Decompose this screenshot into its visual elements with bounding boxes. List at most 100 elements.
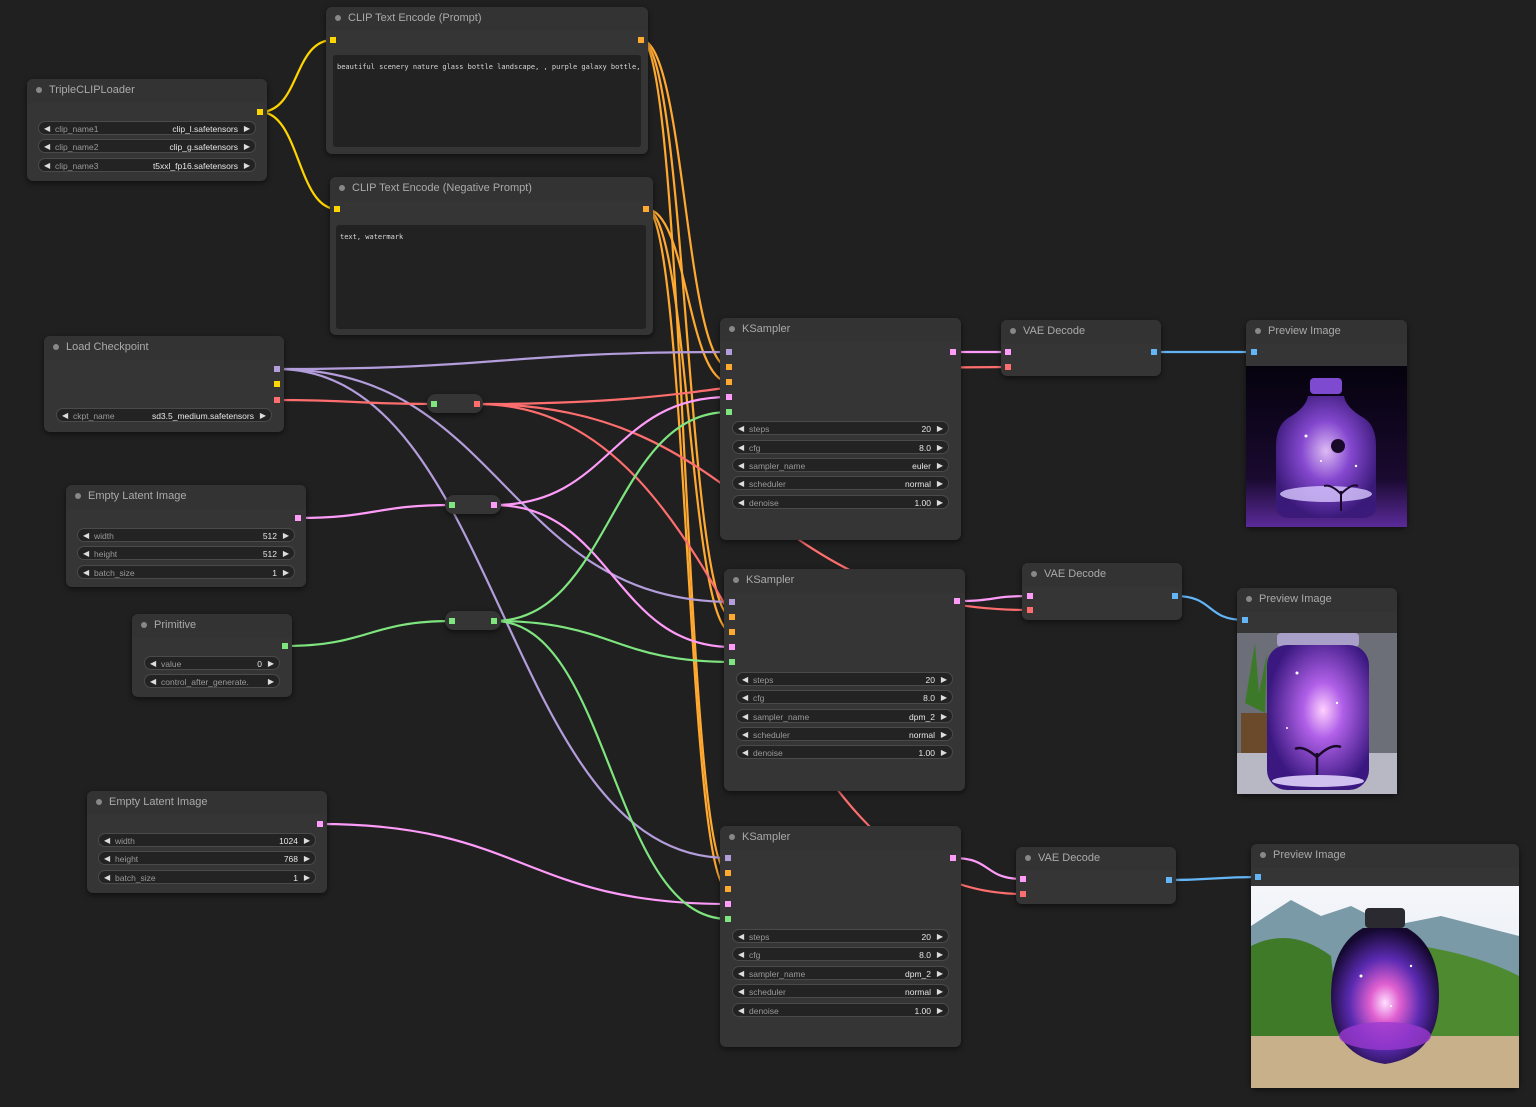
connection-wire[interactable]: [297, 503, 453, 520]
arrow-left-icon[interactable]: ◀: [104, 873, 111, 882]
arrow-right-icon[interactable]: ▶: [243, 142, 250, 151]
connection-wire[interactable]: [640, 38, 730, 369]
connection-slot[interactable]: [474, 401, 480, 407]
collapse-dot-icon[interactable]: [1246, 596, 1252, 602]
node-preview-image-3[interactable]: Preview Image: [1251, 844, 1519, 1088]
connection-wire[interactable]: [284, 619, 453, 648]
arrow-right-icon[interactable]: ▶: [303, 873, 310, 882]
connection-wire[interactable]: [645, 207, 730, 384]
arrow-left-icon[interactable]: ◀: [738, 932, 745, 941]
arrow-left-icon[interactable]: ◀: [104, 836, 111, 845]
connection-slot[interactable]: [491, 618, 497, 624]
connection-slot[interactable]: [1027, 607, 1033, 613]
reroute-node-seed[interactable]: [445, 611, 501, 630]
connection-wire[interactable]: [1174, 594, 1246, 622]
arrow-left-icon[interactable]: ◀: [83, 568, 90, 577]
connection-slot[interactable]: [274, 366, 280, 372]
arrow-left-icon[interactable]: ◀: [62, 411, 69, 420]
connection-slot[interactable]: [334, 206, 340, 212]
arrow-right-icon[interactable]: ▶: [303, 836, 310, 845]
collapse-dot-icon[interactable]: [96, 799, 102, 805]
arrow-left-icon[interactable]: ◀: [738, 498, 745, 507]
connection-slot[interactable]: [729, 614, 735, 620]
node-title[interactable]: Preview Image: [1251, 844, 1519, 868]
arrow-right-icon[interactable]: ▶: [936, 424, 943, 433]
preview-image[interactable]: [1246, 366, 1407, 527]
connection-slot[interactable]: [257, 109, 263, 115]
arrow-right-icon[interactable]: ▶: [940, 693, 947, 702]
node-title[interactable]: Empty Latent Image: [87, 791, 327, 815]
collapse-dot-icon[interactable]: [53, 344, 59, 350]
connection-wire[interactable]: [276, 367, 729, 860]
collapse-dot-icon[interactable]: [141, 622, 147, 628]
arrow-left-icon[interactable]: ◀: [742, 693, 749, 702]
arrow-right-icon[interactable]: ▶: [267, 659, 274, 668]
node-vae-decode-2[interactable]: VAE Decode: [1022, 563, 1182, 620]
arrow-left-icon[interactable]: ◀: [738, 1006, 745, 1015]
connection-wire[interactable]: [259, 38, 334, 114]
connection-slot[interactable]: [950, 855, 956, 861]
node-clip-text-encode-prompt[interactable]: CLIP Text Encode (Prompt) beautiful scen…: [326, 7, 648, 154]
connection-wire[interactable]: [259, 110, 338, 211]
arrow-left-icon[interactable]: ◀: [83, 531, 90, 540]
connection-wire[interactable]: [276, 398, 435, 406]
node-vae-decode-3[interactable]: VAE Decode: [1016, 847, 1176, 904]
connection-slot[interactable]: [1005, 349, 1011, 355]
node-clip-text-encode-negative[interactable]: CLIP Text Encode (Negative Prompt) text,…: [330, 177, 653, 335]
connection-slot[interactable]: [725, 886, 731, 892]
connection-wire[interactable]: [493, 619, 733, 664]
arrow-left-icon[interactable]: ◀: [83, 549, 90, 558]
node-title[interactable]: CLIP Text Encode (Prompt): [326, 7, 648, 31]
connection-wire[interactable]: [493, 410, 730, 623]
arrow-right-icon[interactable]: ▶: [282, 531, 289, 540]
reroute-node-vae[interactable]: [427, 394, 483, 413]
arrow-right-icon[interactable]: ▶: [936, 479, 943, 488]
node-title[interactable]: VAE Decode: [1016, 847, 1176, 871]
connection-slot[interactable]: [725, 916, 731, 922]
connection-slot[interactable]: [729, 599, 735, 605]
connection-slot[interactable]: [638, 37, 644, 43]
connection-wire[interactable]: [640, 38, 733, 619]
connection-slot[interactable]: [330, 37, 336, 43]
arrow-right-icon[interactable]: ▶: [267, 677, 274, 686]
arrow-right-icon[interactable]: ▶: [936, 969, 943, 978]
node-vae-decode-1[interactable]: VAE Decode: [1001, 320, 1161, 376]
node-title[interactable]: Preview Image: [1246, 320, 1407, 344]
arrow-right-icon[interactable]: ▶: [243, 124, 250, 133]
reroute-node-latent[interactable]: [445, 495, 501, 514]
collapse-dot-icon[interactable]: [339, 185, 345, 191]
connection-slot[interactable]: [317, 821, 323, 827]
collapse-dot-icon[interactable]: [335, 15, 341, 21]
arrow-left-icon[interactable]: ◀: [738, 987, 745, 996]
connection-slot[interactable]: [950, 349, 956, 355]
connection-wire[interactable]: [276, 350, 730, 371]
connection-slot[interactable]: [1242, 617, 1248, 623]
node-title[interactable]: Preview Image: [1237, 588, 1397, 612]
arrow-right-icon[interactable]: ▶: [936, 950, 943, 959]
connection-slot[interactable]: [1151, 349, 1157, 355]
connection-slot[interactable]: [449, 618, 455, 624]
node-title[interactable]: Primitive: [132, 614, 292, 638]
connection-slot[interactable]: [643, 206, 649, 212]
arrow-left-icon[interactable]: ◀: [44, 124, 51, 133]
collapse-dot-icon[interactable]: [1260, 852, 1266, 858]
connection-slot[interactable]: [274, 381, 280, 387]
arrow-left-icon[interactable]: ◀: [742, 675, 749, 684]
arrow-left-icon[interactable]: ◀: [742, 712, 749, 721]
connection-slot[interactable]: [729, 644, 735, 650]
connection-wire[interactable]: [640, 38, 729, 875]
collapse-dot-icon[interactable]: [75, 493, 81, 499]
